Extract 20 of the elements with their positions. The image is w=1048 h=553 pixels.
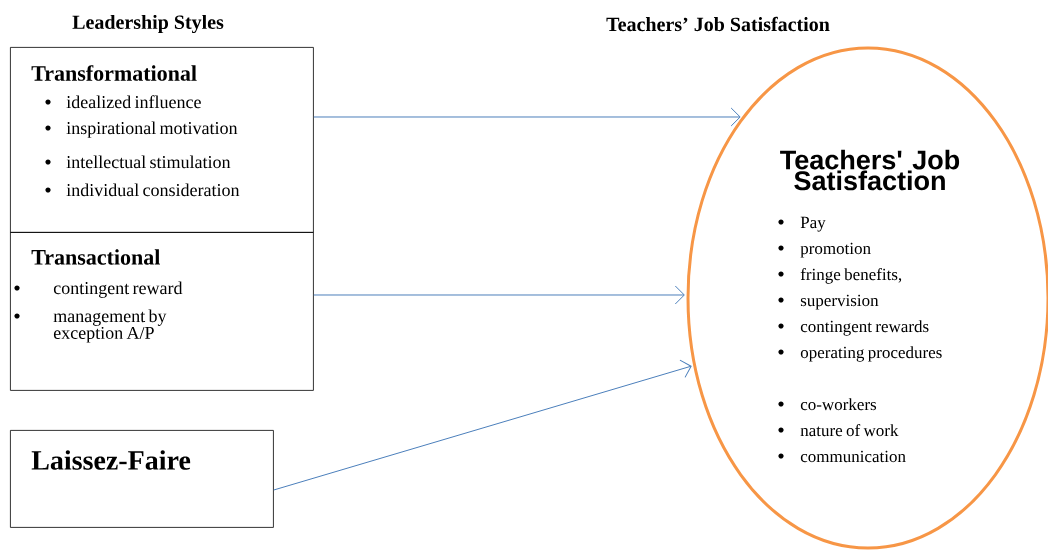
bullet-item: operating procedures — [778, 346, 942, 362]
box-heading: Transactional — [31, 249, 160, 265]
bullet-item: supervision — [778, 294, 879, 310]
bullet-item: contingent reward — [14, 281, 183, 298]
bullet-item: idealized influence — [45, 95, 201, 109]
bullet-item: inspirational motivation — [45, 121, 238, 138]
bullet-item: fringe benefits, — [778, 268, 902, 284]
box-heading: Transformational — [31, 65, 197, 81]
bullet-item: contingent rewards — [778, 320, 929, 336]
bullet-item: Pay — [778, 216, 826, 232]
bullet-item: communication — [778, 450, 906, 463]
ellipse-heading: Teachers' Job Satisfaction — [780, 149, 960, 191]
bullet-item: nature of work — [778, 424, 899, 437]
bullet-item: co-workers — [778, 398, 877, 411]
bullet-item: individual consideration — [45, 183, 240, 197]
box-heading: Laissez-Faire — [31, 450, 191, 470]
bullet-item: management by exception A/P — [14, 309, 167, 343]
bullet-item: intellectual stimulation — [45, 155, 231, 169]
bullet-item: promotion — [778, 242, 871, 258]
column-heading: Teachers’ Job Satisfaction — [606, 16, 830, 32]
